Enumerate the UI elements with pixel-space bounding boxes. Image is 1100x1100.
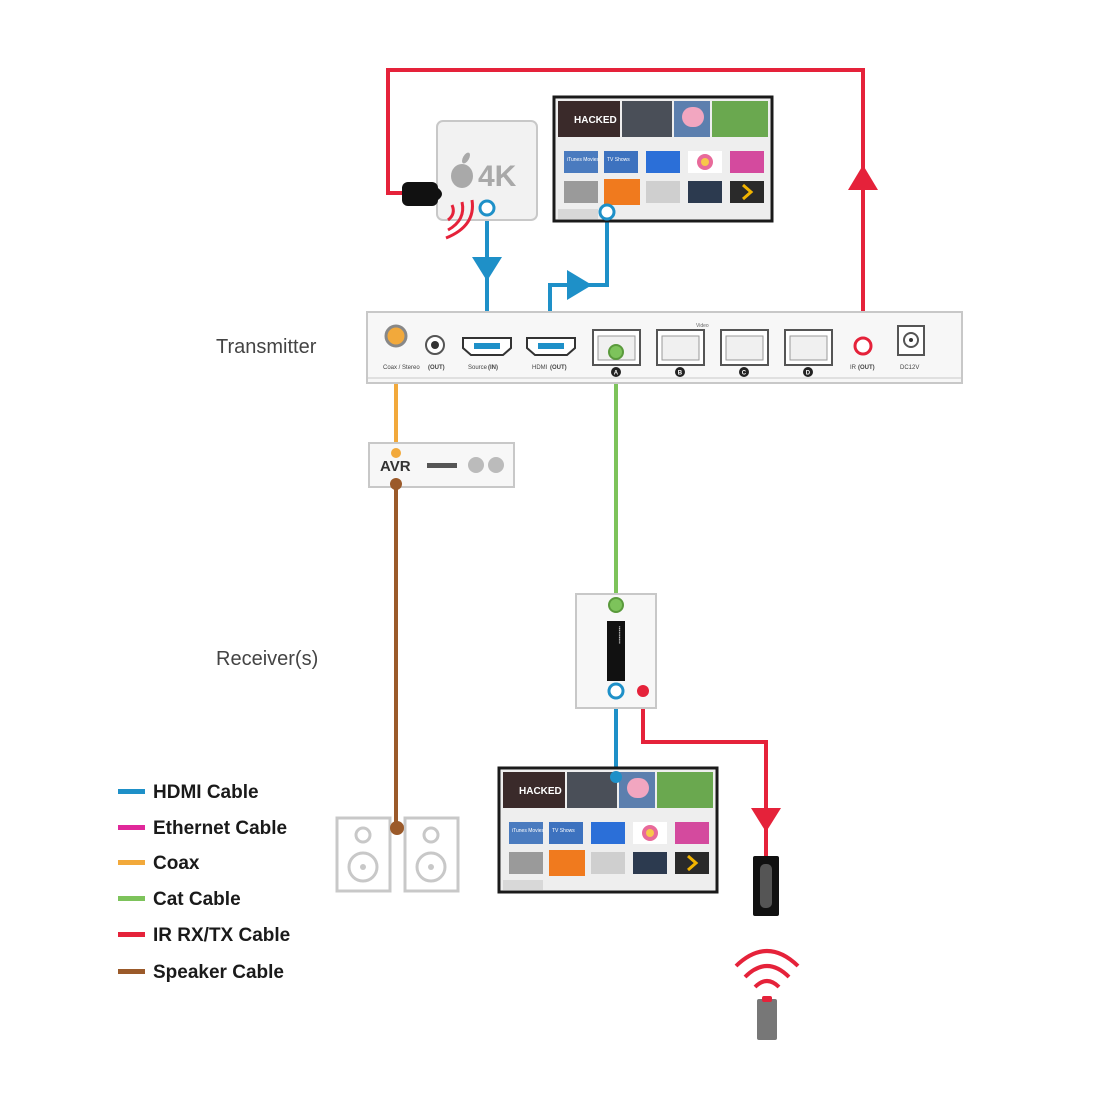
hdmi-source-port[interactable]	[462, 337, 512, 356]
avr-device: AVR	[368, 442, 515, 490]
receiver-device: ▪▪▪▪▪▪▪▪▪▪	[575, 593, 657, 709]
speaker-left	[335, 816, 392, 893]
ir-port-out-label: (OUT)	[858, 365, 875, 371]
legend-label-coax: Coax	[153, 853, 200, 874]
cat-port-c[interactable]	[720, 329, 769, 366]
ir-signal-remote-icon	[734, 949, 800, 989]
hdmi-port-label: HDMI	[532, 365, 548, 371]
apple-logo-icon	[451, 152, 473, 188]
source-port-in-label: (IN)	[488, 365, 498, 371]
remote-control-icon	[757, 996, 777, 1040]
legend-item-hdmi: HDMI Cable	[118, 782, 259, 803]
stereo-jack[interactable]	[425, 335, 445, 355]
svg-text:A: A	[614, 371, 619, 377]
transmitter-device: Video Coax / Stereo (OUT) Source (IN) HD…	[366, 311, 963, 384]
hdmi-arrow-down	[472, 257, 502, 281]
cat-port-d[interactable]	[784, 329, 833, 366]
legend-label-speaker: Speaker Cable	[153, 962, 284, 983]
legend-label-ethernet: Ethernet Cable	[153, 818, 287, 839]
ir-signal-icon	[445, 199, 474, 240]
transmitter-video-label: Video	[696, 323, 709, 329]
speaker-right	[403, 816, 460, 893]
legend-item-ir: IR RX/TX Cable	[118, 925, 290, 946]
svg-text:▪▪▪▪▪▪▪▪▪▪: ▪▪▪▪▪▪▪▪▪▪	[616, 626, 622, 644]
transmitter-label: Transmitter	[216, 336, 317, 358]
tv-tile-hacked: HACKED	[574, 115, 617, 126]
cat-port-letter-d: D	[803, 367, 813, 377]
legend-swatch-ir	[118, 932, 145, 937]
cat-port-a[interactable]	[592, 329, 641, 366]
cat-port-letter-b: B	[675, 367, 685, 377]
legend-item-cat: Cat Cable	[118, 889, 241, 910]
tv-screen-bottom: HACKED iTunes Movies TV Shows	[497, 766, 719, 894]
legend-label-ir: IR RX/TX Cable	[153, 925, 290, 946]
dc-power-port[interactable]	[897, 325, 925, 356]
legend-swatch-cat	[118, 896, 145, 901]
ir-port-label: IR	[850, 365, 857, 371]
tv-screen-top: HACKED iTunes Movies TV Shows	[552, 95, 774, 223]
dc-port-label: DC12V	[900, 365, 919, 371]
tv-tile-movies: iTunes Movies	[567, 157, 600, 163]
ir-out-port[interactable]	[853, 336, 873, 356]
ir-emitter-icon	[402, 182, 442, 206]
legend-label-hdmi: HDMI Cable	[153, 782, 259, 803]
ir-arrow-up	[848, 165, 878, 190]
legend-swatch-ethernet	[118, 825, 145, 830]
legend-swatch-coax	[118, 860, 145, 865]
legend-item-ethernet: Ethernet Cable	[118, 818, 287, 839]
legend: HDMI Cable Ethernet Cable Coax Cat Cable…	[118, 782, 290, 983]
cat-port-letter-c: C	[739, 367, 749, 377]
legend-label-cat: Cat Cable	[153, 889, 241, 910]
cat-port-b[interactable]	[656, 329, 705, 366]
apple-tv-device: 4K	[436, 120, 538, 221]
tv-tile-hacked-bottom: HACKED	[519, 786, 562, 797]
legend-item-coax: Coax	[118, 853, 200, 874]
legend-item-speaker: Speaker Cable	[118, 962, 284, 983]
tv-tile-shows-bottom: TV Shows	[552, 828, 575, 834]
hdmi-arrow-right	[567, 270, 592, 300]
hdmi-out-port[interactable]	[526, 337, 576, 356]
ir-arrow-down	[751, 808, 781, 832]
source-port-label: Source	[468, 365, 488, 371]
hdmi-port-out-label: (OUT)	[550, 365, 567, 371]
avr-label: AVR	[380, 458, 411, 475]
ir-eye-icon	[753, 856, 779, 916]
coax-port-out-label: (OUT)	[428, 365, 445, 371]
logo-4k-text: 4K	[478, 160, 517, 193]
legend-swatch-speaker	[118, 969, 145, 974]
svg-text:C: C	[742, 371, 747, 377]
coax-port[interactable]	[384, 324, 408, 348]
tv-tile-movies-bottom: iTunes Movies	[512, 828, 545, 834]
svg-text:D: D	[806, 371, 811, 377]
legend-swatch-hdmi	[118, 789, 145, 794]
svg-text:B: B	[678, 371, 683, 377]
tv-tile-shows: TV Shows	[607, 157, 630, 163]
coax-port-label: Coax / Stereo	[383, 365, 420, 371]
ir-cable-bottom	[641, 692, 768, 858]
cat-port-letter-a: A	[611, 367, 621, 377]
receiver-label: Receiver(s)	[216, 648, 318, 670]
